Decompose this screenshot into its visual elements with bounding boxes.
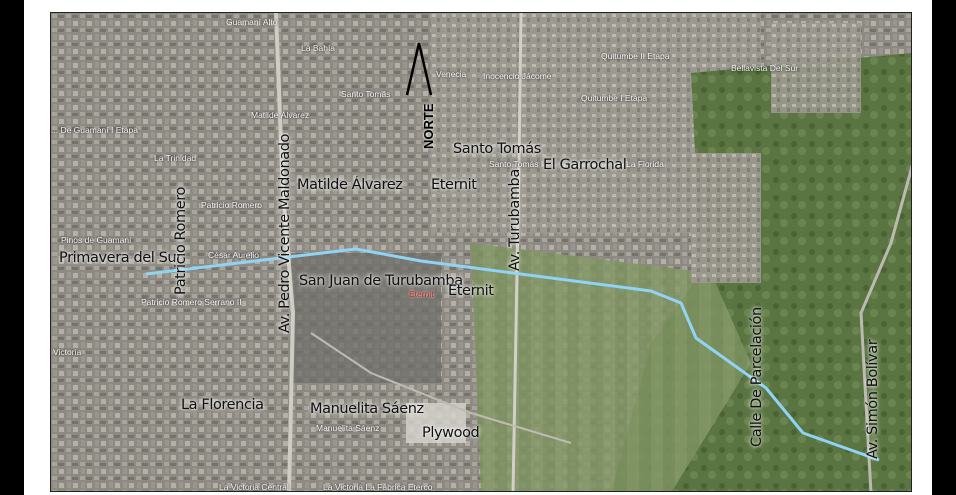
basemap-label-la-trinidad: La Trinidad: [154, 153, 197, 163]
basemap-label-la-florida: La Florida: [626, 159, 664, 169]
north-arrow-icon: [405, 42, 433, 96]
label-eternit-north: Eternit: [431, 177, 477, 193]
label-san-juan-de-turubamba: San Juan de Turubamba: [299, 273, 463, 289]
label-eternit-south: Eternit: [448, 283, 494, 299]
industrial-roofs: [406, 403, 466, 443]
label-av-pedro-vicente-maldonado: Av. Pedro Vicente Maldonado: [277, 134, 293, 333]
basemap-label-manuelita-small: Manuelita Sáenz: [316, 423, 380, 433]
basemap-label-santo-tomas-i: Santo Tomás I: [489, 159, 544, 169]
basemap-label-quitumbe-i: Quitumbe I Etapa: [581, 93, 648, 103]
frame-right-border: [932, 0, 956, 495]
basemap-label-la-bahia: La Bahía: [301, 43, 336, 53]
basemap-label-pinos-guamani: Pinos de Guamaní: [61, 235, 132, 245]
basemap-label-venecia: Venecia: [436, 69, 467, 79]
basemap-label-patricio-small: Patricio Romero: [201, 200, 262, 210]
basemap-label-quitumbe-ii: Quitumbe II Etapa: [601, 51, 670, 61]
label-plywood: Plywood: [422, 425, 480, 441]
basemap-label-santo-tomas-small: Santo Tomás: [341, 89, 391, 99]
basemap-label-eternit-small: Eternit: [409, 289, 434, 299]
basemap-label-victoria-fabrica: La Victoria La Fábrica Eterco: [323, 482, 433, 492]
map-canvas: [51, 13, 911, 491]
basemap-label-inocencio-jacome: Inocencio Jácome: [483, 71, 552, 81]
label-patricio-romero: Patricio Romero: [173, 187, 189, 295]
basemap-label-guamani-alto: Guamaní Alto: [226, 17, 278, 27]
railway-diagonal: [310, 332, 572, 444]
label-calle-de-parcelacion: Calle De Parcelación: [749, 307, 765, 447]
basemap-label-cesar-aurelio: César Aurelio: [208, 250, 260, 260]
housing-blocks-east: [691, 153, 761, 283]
label-av-simon-bolivar: Av. Simón Bolívar: [865, 339, 881, 459]
basemap-label-victoria: Victoria: [53, 347, 82, 357]
road-simon-bolivar: [859, 164, 911, 491]
housing-blocks-northeast: [771, 23, 861, 113]
label-primavera-del-sur: Primavera del Sur: [59, 250, 182, 266]
satellite-map[interactable]: NORTE Guamaní Alto La Bahía Venecia Inoc…: [50, 12, 912, 492]
basemap-label-matilde-small: Matilde Álvarez: [251, 110, 310, 120]
label-el-garrochal: El Garrochal: [543, 157, 627, 173]
label-santo-tomas: Santo Tomás: [453, 141, 541, 157]
basemap-label-guamani-etapa: ... De Guamaní I Etapa: [51, 125, 138, 135]
basemap-label-bellavista: Bellavista Del Sur: [731, 63, 799, 73]
label-av-turubamba: Av. Turubamba: [507, 169, 523, 271]
label-la-florencia: La Florencia: [181, 397, 264, 413]
basemap-label-victoria-central: La Victoria Central: [219, 482, 289, 492]
road-turubamba: [511, 13, 523, 491]
industrial-zone: [291, 253, 441, 383]
route-line: [145, 247, 880, 462]
frame-left-border: [0, 0, 24, 495]
road-pedro-vicente-maldonado: [274, 13, 296, 491]
basemap-label-patricio-serrano: Patricio Romero Serrano II: [141, 297, 242, 307]
north-label: NORTE: [421, 103, 436, 150]
label-matilde-alvarez: Matilde Álvarez: [297, 177, 403, 193]
label-manuelita-saenz: Manuelita Sáenz: [310, 401, 424, 417]
